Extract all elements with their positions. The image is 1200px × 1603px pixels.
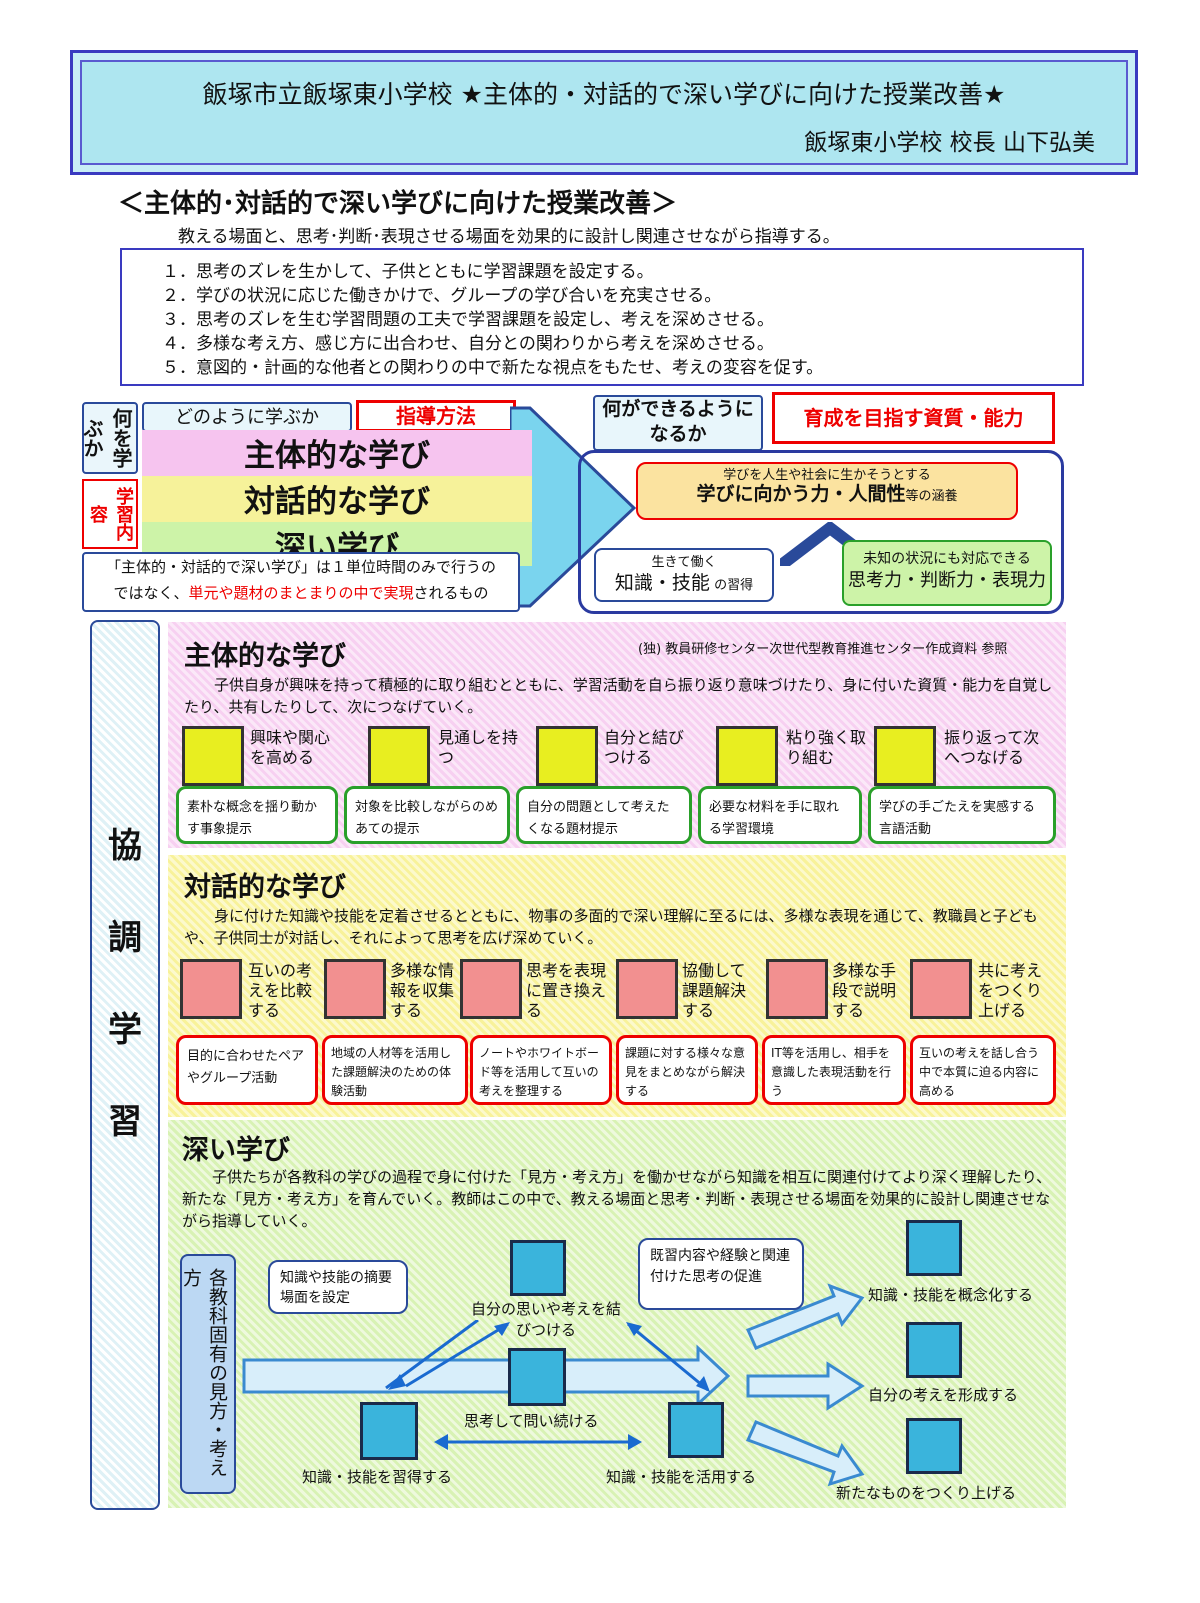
knowledge-main: 知識・技能 の習得 — [614, 572, 754, 594]
band-taiwateki: 対話的な学び — [142, 476, 532, 522]
node-keep-asking: 思考して問い続ける — [464, 1412, 599, 1430]
item-bubble: 素朴な概念を揺り動かす事象提示 — [176, 786, 338, 844]
people-icon — [324, 959, 386, 1019]
kyocho-column — [90, 620, 160, 1510]
fukai-flow-lines — [242, 1320, 731, 1450]
telescope-icon — [368, 726, 430, 786]
item-bubble: 自分の問題として考えたくなる題材提示 — [516, 786, 692, 844]
item-bubble: ノートやホワイトボード等を活用して互いの考えを整理する — [470, 1035, 612, 1105]
unit-note-line1: 「主体的・対話的で深い学び」は１単位時間のみで行うの — [105, 558, 496, 576]
shutaiteki-body: 子供自身が興味を持って積極的に取り組むとともに、学習活動を自ら振り返り意味づけた… — [184, 676, 1053, 716]
section-fukai: 深い学び 子供たちが各教科の学びの過程で身に付けた「見方・考え方」を働かせながら… — [168, 1120, 1066, 1508]
item-label: 自分と結びつける — [604, 728, 685, 767]
shutaiteki-reference: (独) 教員研修センター次世代型教育推進センター作成資料 参照 — [638, 642, 1008, 657]
viewpoint-box — [180, 1254, 236, 1494]
output-form-opinion: 自分の考えを形成する — [868, 1386, 1019, 1404]
knowledge-setting-bubble: 知識や技能の摘要場面を設定 — [268, 1260, 408, 1314]
item-label: 互いの考えを比較する — [248, 961, 313, 1020]
item-bubble: 地域の人材等を活用した課題解決のための体験活動 — [322, 1035, 468, 1105]
item-bubble: 対象を比較しながらのめあての提示 — [344, 786, 510, 844]
item-bubble: 学びの手ごたえを実感する言語活動 — [868, 786, 1056, 844]
point-4: ４．多様な考え方、感じ方に出合わせ、自分との関わりから考えを深めさせる。 — [162, 334, 774, 354]
thinking-head-icon — [906, 1322, 962, 1378]
item-label: 振り返って次へつなげる — [944, 728, 1040, 767]
shutaiteki-heading: 主体的な学び — [184, 641, 346, 672]
header-author: 飯塚東小学校 校長 山下弘美 — [804, 130, 1095, 156]
what-to-learn-label: 何を学ぶか — [80, 402, 138, 474]
qualities-frame — [578, 450, 1064, 614]
point-1: １．思考のズレを生かして、子供とともに学習課題を設定する。 — [162, 262, 654, 282]
section-shutaiteki: 主体的な学び (独) 教員研修センター次世代型教育推進センター作成資料 参照 子… — [168, 622, 1066, 848]
point-3: ３．思考のズレを生む学習問題の工夫で学習課題を設定し、考えを深めさせる。 — [162, 310, 774, 330]
item-bubble: 課題に対する様々な意見をまとめながら解決する — [616, 1035, 758, 1105]
learning-content-label: 学習内容 — [82, 479, 138, 549]
thinking-main: 思考力・判断力・表現力 — [848, 570, 1046, 591]
unit-note: 「主体的・対話的で深い学び」は１単位時間のみで行うの ではなく、単元や題材のまと… — [82, 552, 520, 612]
item-bubble: 必要な材料を手に取れる学習環境 — [698, 786, 862, 844]
band-shutaiteki: 主体的な学び — [142, 430, 532, 476]
what-can-do-label: 何ができるようになるか — [593, 395, 763, 451]
header-banner: 飯塚市立飯塚東小学校 ★主体的・対話的で深い学びに向けた授業改善★ 飯塚東小学校… — [70, 50, 1138, 175]
idea-head-icon — [668, 1402, 724, 1458]
node-acquire-knowledge: 知識・技能を習得する — [302, 1468, 453, 1486]
heart-hand-icon — [510, 1240, 566, 1296]
persevere-icon — [716, 726, 778, 786]
points-box: １．思考のズレを生かして、子供とともに学習課題を設定する。 ２．学びの状況に応じ… — [120, 248, 1084, 386]
interest-icon — [182, 726, 244, 786]
lightbulb-head-icon — [906, 1418, 962, 1474]
fukai-heading: 深い学び — [182, 1135, 290, 1166]
learning-attitude-box: 学びを人生や社会に生かそうとする 学びに向かう力・人間性等の涵養 — [636, 462, 1018, 520]
how-to-learn-label: どのように学ぶか — [142, 402, 352, 432]
teaching-method-label: 指導方法 — [356, 400, 516, 432]
node-use-knowledge: 知識・技能を活用する — [606, 1468, 757, 1486]
knowledge-skill-box: 生きて働く 知識・技能 の習得 — [594, 548, 774, 602]
fukai-body: 子供たちが各教科の学びの過程で身に付けた「見方・考え方」を働かせながら知識を相互… — [182, 1168, 1052, 1230]
collaborate-icon — [616, 959, 678, 1019]
output-conceptualize: 知識・技能を概念化する — [868, 1286, 1034, 1304]
point-5: ５．意図的・計画的な他者との関わりの中で新たな視点をもたせ、考えの変容を促す。 — [162, 358, 824, 378]
thinker-icon — [508, 1348, 566, 1406]
qualities-label: 育成を目指す資質・能力 — [772, 392, 1055, 444]
viewpoint-label: 各教科固有の見方・考え方 — [180, 1268, 228, 1477]
concept-head-icon — [906, 1220, 962, 1276]
fukai-output-arrows — [745, 1283, 865, 1487]
item-label: 興味や関心を高める — [250, 728, 331, 767]
item-label: 協働して課題解決する — [682, 961, 747, 1020]
thinking-small: 未知の状況にも対応できる — [863, 551, 1031, 567]
item-label: 粘り強く取り組む — [786, 728, 867, 767]
prior-learning-bubble: 既習内容や経験と関連付けた思考の促進 — [638, 1238, 804, 1310]
big-right-arrow — [510, 406, 637, 608]
item-bubble: 互いの考えを話し合う中で本質に迫る内容に高める — [910, 1035, 1056, 1105]
item-label: 多様な情報を収集する — [390, 961, 455, 1020]
teacher-student-icon — [360, 1402, 418, 1460]
self-icon — [536, 726, 598, 786]
attitude-main: 学びに向かう力・人間性等の涵養 — [696, 483, 958, 505]
taiwateki-body: 身に付けた知識や技能を定着させるとともに、物事の多面的で深い理解に至るには、多様… — [184, 907, 1038, 947]
reflect-icon — [874, 726, 936, 786]
section-intro: 教える場面と、思考･判断･表現させる場面を効果的に設計し関連させながら指導する。 — [178, 227, 840, 247]
knowledge-small: 生きて働く — [651, 555, 717, 570]
whiteboard-icon — [460, 959, 522, 1019]
item-bubble: IT等を活用し、相手を意識した表現活動を行う — [762, 1035, 906, 1105]
taiwateki-heading: 対話的な学び — [184, 872, 346, 903]
attitude-small: 学びを人生や社会に生かそうとする — [723, 468, 931, 483]
section-taiwateki: 対話的な学び 身に付けた知識や技能を定着させるとともに、物事の多面的で深い理解に… — [168, 855, 1066, 1117]
item-label: 共に考えをつくり上げる — [978, 961, 1043, 1020]
section-title: ＜主体的･対話的で深い学びに向けた授業改善＞ — [118, 189, 678, 219]
item-label: 多様な手段で説明する — [832, 961, 897, 1020]
node-connect-thoughts: 自分の思いや考えを結びつける — [470, 1300, 621, 1339]
thinking-ability-box: 未知の状況にも対応できる 思考力・判断力・表現力 — [842, 540, 1052, 606]
item-label: 思考を表現に置き換える — [526, 961, 607, 1020]
item-label: 見通しを持つ — [438, 728, 519, 767]
point-2: ２．学びの状況に応じた働きかけで、グループの学び合いを充実させる。 — [162, 286, 722, 306]
header-title: 飯塚市立飯塚東小学校 ★主体的・対話的で深い学びに向けた授業改善★ — [202, 80, 1006, 109]
kyocho-label: 協調学習 — [108, 826, 142, 1142]
pair-icon — [180, 959, 242, 1019]
presentation-icon — [766, 959, 828, 1019]
item-bubble: 目的に合わせたペアやグループ活動 — [176, 1035, 318, 1105]
output-create-new: 新たなものをつくり上げる — [836, 1484, 1017, 1502]
team-icon — [910, 959, 972, 1019]
unit-note-line2: ではなく、単元や題材のまとまりの中で実現されるもの — [113, 584, 489, 602]
unit-note-emphasis: 単元や題材のまとまりの中で実現 — [188, 584, 414, 602]
